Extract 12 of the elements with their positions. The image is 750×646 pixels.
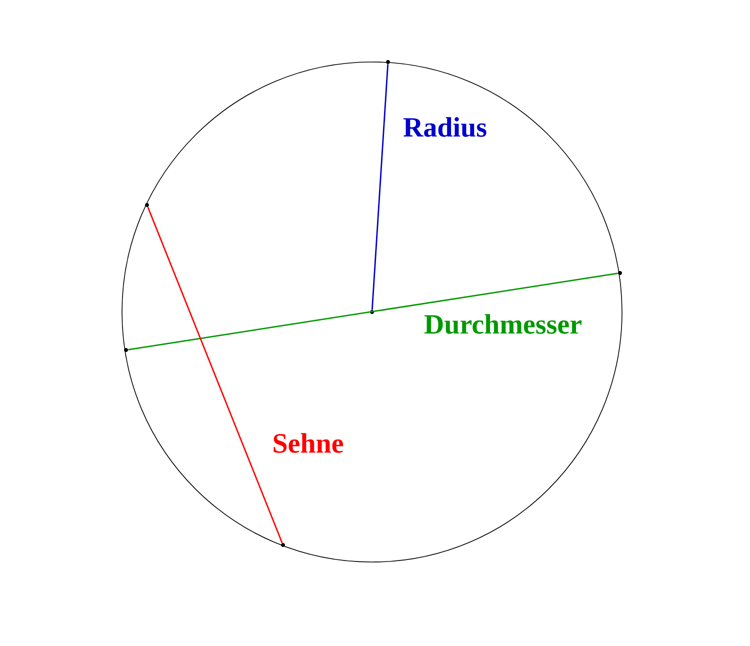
edge-label: Radius (403, 117, 486, 137)
point (370, 310, 374, 314)
edge-label: Sehne (274, 433, 344, 453)
radius-line (371, 64, 389, 310)
point (124, 348, 128, 352)
point (618, 271, 622, 275)
edge-label: Durchmesser (424, 314, 582, 334)
diameter-line (128, 272, 618, 350)
point (281, 543, 285, 547)
point (145, 203, 149, 207)
chord-line (147, 206, 283, 544)
point (386, 60, 390, 64)
